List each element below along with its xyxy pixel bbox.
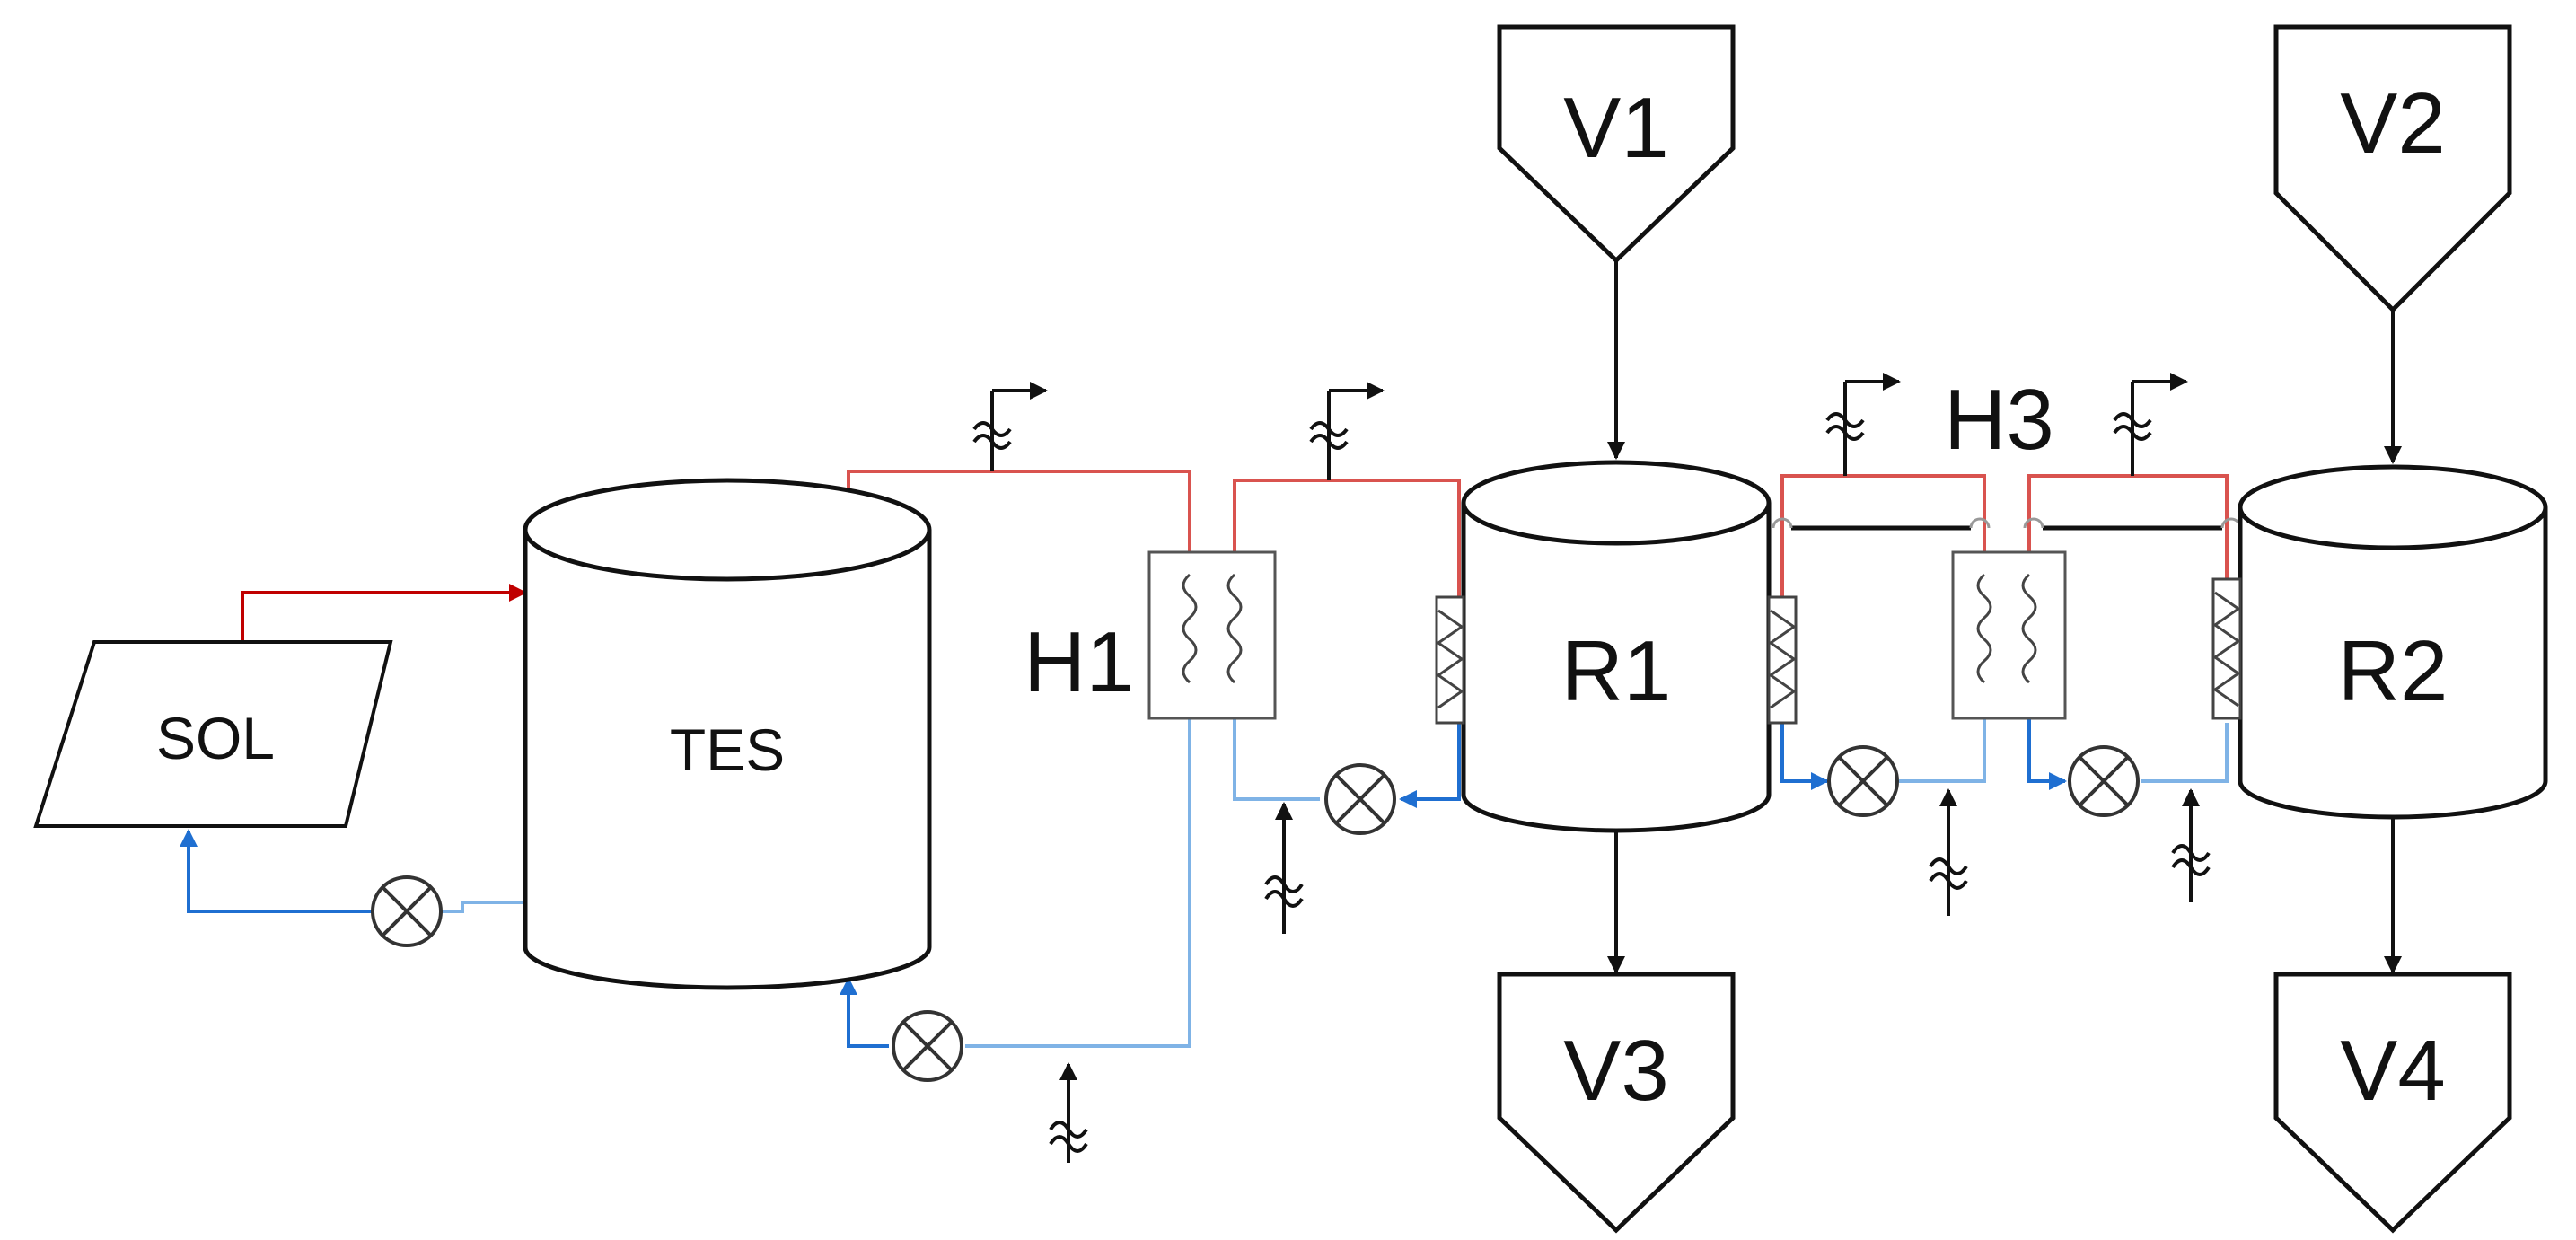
cold-line-r1-h3 [1780,723,1829,790]
tes-label: TES [670,717,785,783]
signal-r1-pump [1264,802,1304,934]
vessel-v2: V2 [2273,24,2512,313]
reactor-r1: R1 [1461,460,1772,833]
jackets [1435,577,2242,725]
cold-line-r1-pump [1399,723,1461,808]
cold-line-tes-sol [440,901,525,913]
cold-line-pump-tes [840,977,889,1048]
signal-tes-pump [1049,1062,1088,1163]
signal-r1-h3-pump [1929,788,1968,916]
vessel-v3: V3 [1497,972,1736,1234]
material-flows [1607,260,2402,974]
signal-out-3 [1825,373,1901,476]
pump-sol-return [371,875,443,947]
cold-line-pump-r2 [2141,723,2229,783]
tes-tank: TES [523,478,932,990]
v2-label: V2 [2340,75,2445,171]
pump-r1-h1 [1324,763,1396,835]
v3-label: V3 [1563,1023,1668,1119]
hot-line-tes-h1 [847,470,1191,561]
signals-up [1049,788,2211,1163]
signal-out-2 [1309,382,1385,480]
cold-line-h1-tes [965,714,1191,1048]
v1-label: V1 [1563,80,1668,176]
signal-out-1 [972,382,1048,471]
jacket-r1-left [1435,595,1465,725]
signal-h3-r2-pump [2171,788,2211,902]
hot-line-sol-tes [241,584,527,642]
signals-out [972,373,2188,480]
cold-lines [180,714,2229,1048]
heat-exchanger-h3 [1951,550,2067,720]
cold-line-pump-sol [180,829,373,913]
cold-line-pump-h3 [1899,714,1986,783]
hot-line-r1-h3 [1780,474,1986,597]
v4-label: V4 [2340,1023,2445,1119]
hot-line-h1-r1 [1233,479,1461,597]
h3-label: H3 [1944,372,2054,468]
pumps [371,745,2140,1082]
jacket-r2-left [2211,577,2242,720]
cold-line-h3-pump [2027,714,2067,790]
vessel-v1: V1 [1497,24,1736,264]
signal-out-4 [2113,373,2188,476]
vessel-v4: V4 [2273,972,2512,1234]
pump-r1-h3 [1827,745,1899,817]
h1-label: H1 [1024,614,1134,710]
hot-lines [241,470,2229,642]
cold-line-r1-h1 [1233,714,1320,801]
reactor-r2: R2 [2238,464,2548,820]
pump-tes-return [892,1010,963,1082]
pump-h3-r2 [2068,745,2140,817]
jacket-r1-right [1767,595,1798,725]
r2-label: R2 [2338,623,2449,719]
sol-label: SOL [156,705,275,771]
hot-line-h3-r2 [2027,474,2229,579]
r1-label: R1 [1561,623,1672,719]
heat-exchanger-h1 [1147,550,1277,720]
solar-collector: SOL [33,640,393,828]
